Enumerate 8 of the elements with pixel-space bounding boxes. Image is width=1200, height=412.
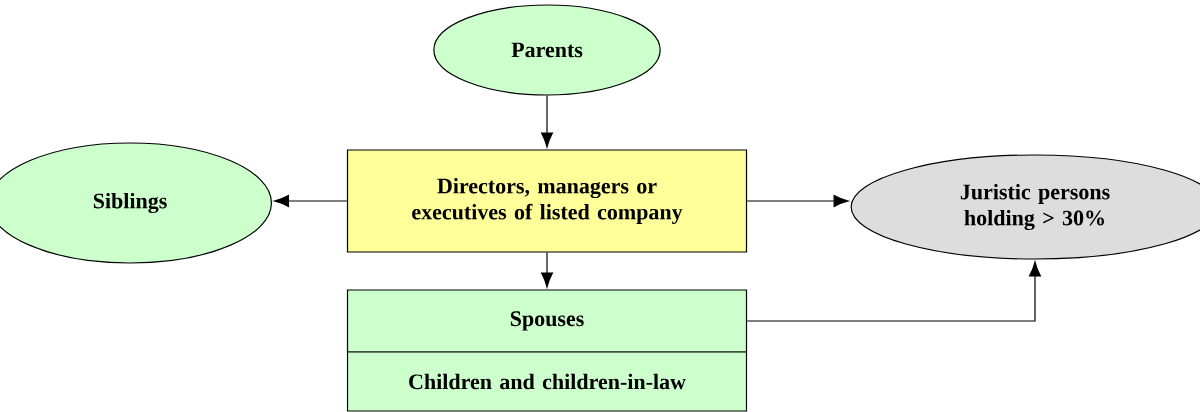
process-box: Directors, managers or executives of listed company (346, 149, 748, 253)
arrow (540, 252, 554, 288)
arrow (746, 261, 1042, 322)
table-cell: Children and children-in-law (346, 351, 748, 412)
arrow (273, 194, 348, 208)
arrow (540, 95, 554, 148)
table-cell: Spouses (346, 289, 748, 353)
arrow (746, 194, 849, 208)
